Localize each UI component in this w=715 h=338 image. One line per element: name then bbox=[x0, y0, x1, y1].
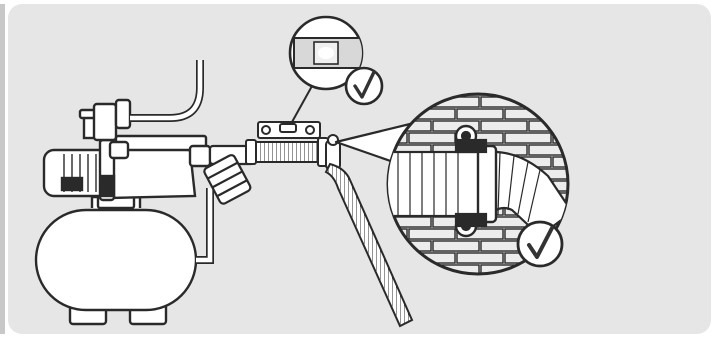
panel-left-accent bbox=[0, 4, 5, 334]
check-icon bbox=[518, 222, 562, 266]
spirit-level bbox=[258, 122, 320, 138]
tank-body bbox=[36, 210, 196, 310]
check-icon bbox=[346, 68, 382, 104]
